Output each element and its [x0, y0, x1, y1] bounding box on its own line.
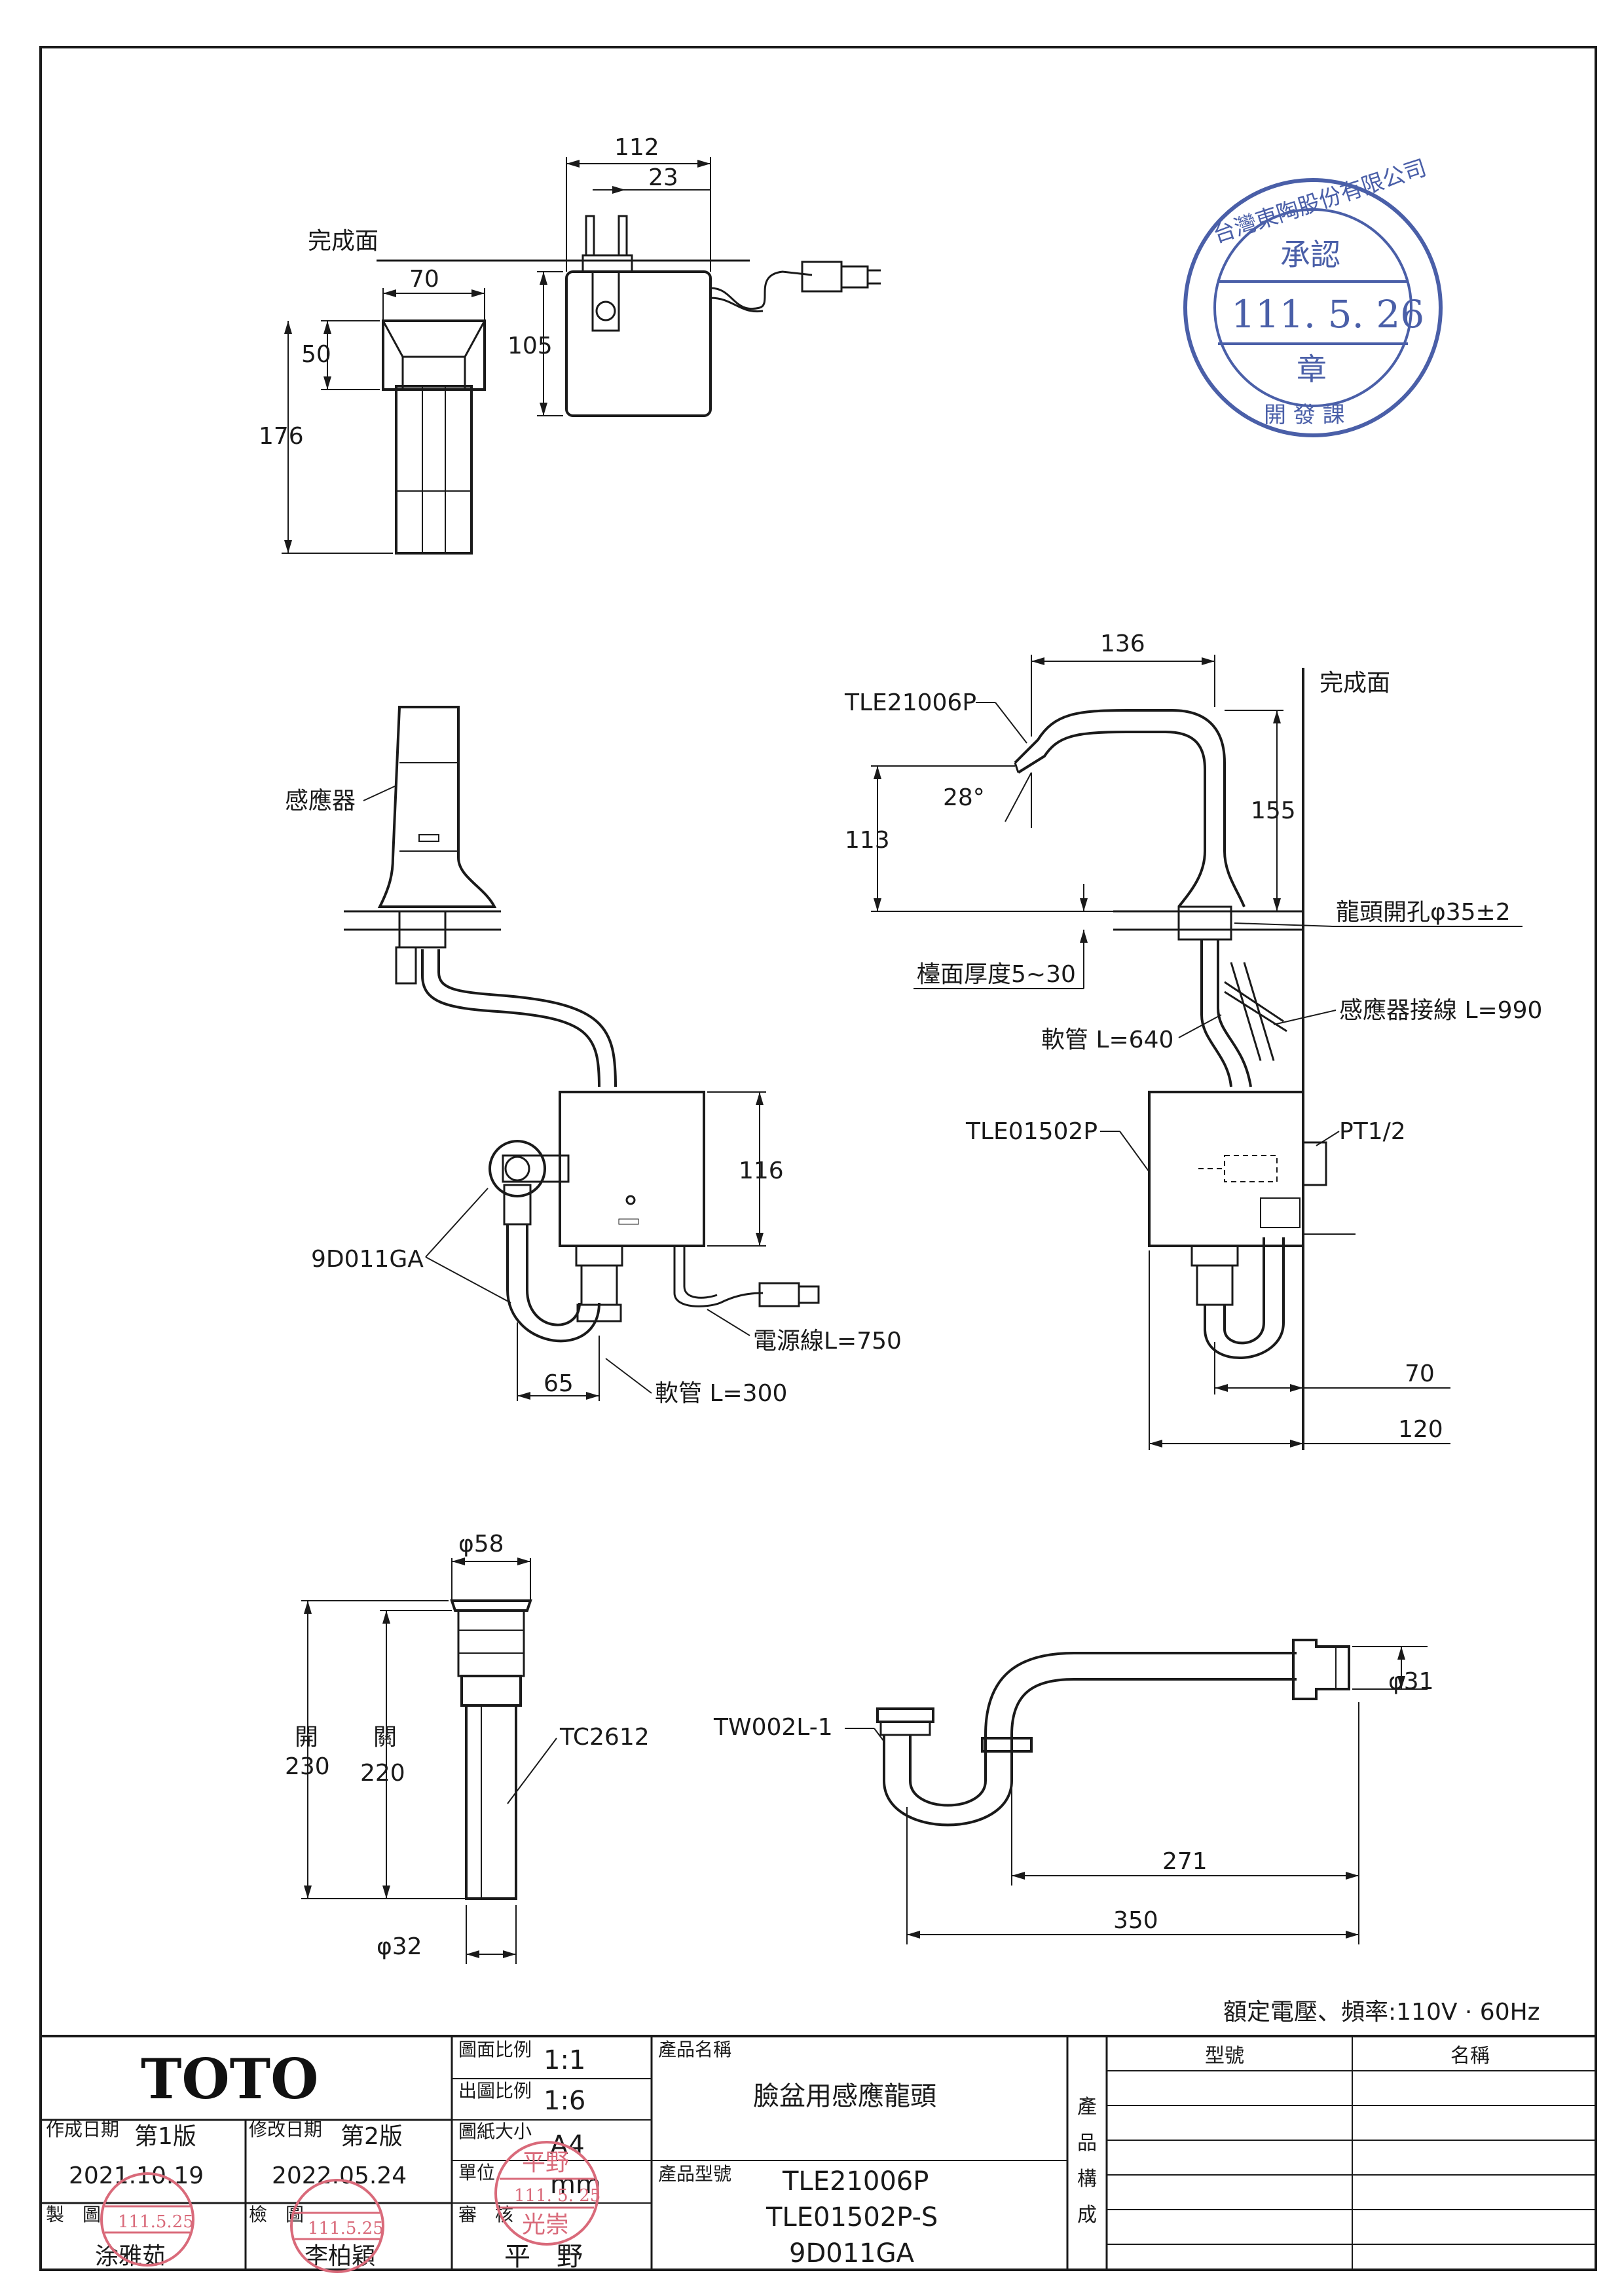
drain-model-label: TC2612	[559, 1724, 650, 1751]
dim-176: 176	[259, 423, 304, 450]
control-box-label: TLE01502P	[965, 1118, 1098, 1145]
dim-155: 155	[1251, 797, 1296, 824]
stamp-seal: 章	[1297, 352, 1327, 387]
checker-stamp-date: 111.5.25	[308, 2219, 384, 2238]
dim-65: 65	[544, 1370, 574, 1397]
power-cord-label: 電源線L=750	[753, 1328, 902, 1355]
version1: 第1版	[134, 2123, 196, 2150]
reviewer-stamp-top: 平野	[522, 2149, 569, 2176]
dim-50: 50	[301, 341, 331, 368]
sensor-cable-label: 感應器接線 L=990	[1339, 997, 1542, 1024]
dim-70-top: 70	[409, 266, 439, 293]
model-column-header: 型號	[1205, 2045, 1244, 2068]
valve-label: 9D011GA	[311, 1246, 424, 1273]
stamp-dept: 開 發 課	[1264, 402, 1345, 428]
hole-label: 龍頭開孔φ35±2	[1336, 899, 1511, 926]
model-1: TLE21006P	[782, 2166, 929, 2196]
model-3: 9D011GA	[789, 2238, 915, 2269]
close-label: 關	[373, 1724, 397, 1751]
open-value: 230	[285, 1753, 330, 1780]
paper-size-label: 圖紙大小	[458, 2121, 532, 2142]
drafter-stamp-date: 111.5.25	[118, 2212, 194, 2232]
approval-stamp: 台灣東陶股份有限公司 承認 111. 5. 26 章 開 發 課	[1183, 155, 1443, 437]
scale-print-label: 出圖比例	[458, 2080, 532, 2102]
reviewer-stamp-bottom: 光崇	[522, 2212, 569, 2238]
dim-116: 116	[739, 1157, 784, 1184]
brand-logo: TOTO	[141, 2047, 318, 2111]
sensor-label: 感應器	[285, 788, 356, 814]
side-view-assembly: 完成面 136 TLE21006P 28° 113 155 檯面厚度5~30 龍…	[844, 630, 1542, 1450]
drafter-label: 製 圖	[46, 2204, 101, 2225]
open-label: 開	[295, 1724, 318, 1751]
sheet-border	[39, 46, 1597, 2271]
dim-phi31: φ31	[1388, 1668, 1434, 1695]
dim-70-side: 70	[1405, 1360, 1435, 1387]
title-block: TOTO 圖面比例 1:1 出圖比例 1:6 圖紙大小 A4 單位 mm 審 核…	[39, 2035, 1597, 2273]
scale-drawing-value: 1:1	[544, 2045, 585, 2075]
control-box-plan-view: 112 23 105	[507, 134, 881, 417]
product-model-label: 產品型號	[658, 2163, 731, 2185]
unit-value: mm	[550, 2170, 601, 2200]
dim-112: 112	[614, 134, 659, 161]
reviewer-stamp-date: 111. 5. 25	[514, 2186, 600, 2206]
checker-stamp: 111.5.25	[290, 2179, 384, 2273]
modified-date: 2022.05.24	[272, 2162, 407, 2189]
dim-120: 120	[1398, 1416, 1443, 1443]
dim-136: 136	[1100, 630, 1145, 657]
name-column-header: 名稱	[1450, 2045, 1490, 2068]
created-label: 作成日期	[46, 2119, 119, 2140]
dim-350: 350	[1113, 1907, 1158, 1934]
model-2: TLE01502P-S	[766, 2202, 938, 2232]
dim-105: 105	[507, 333, 553, 359]
hose-300-label: 軟管 L=300	[655, 1380, 787, 1407]
counter-thickness-label: 檯面厚度5~30	[917, 961, 1076, 988]
composition-2: 品	[1077, 2132, 1097, 2155]
drafter-stamp: 111.5.25	[100, 2172, 194, 2267]
composition-3: 構	[1077, 2168, 1097, 2191]
finish-surface-label: 完成面	[308, 228, 378, 255]
hose-640-label: 軟管 L=640	[1041, 1027, 1173, 1053]
reviewer-stamp: 平野 111. 5. 25 光崇	[494, 2141, 600, 2246]
finish-surface-label-2: 完成面	[1320, 670, 1390, 697]
composition-4: 成	[1077, 2204, 1097, 2227]
dim-113: 113	[845, 827, 890, 854]
unit-label: 單位	[458, 2162, 495, 2183]
scale-print-value: 1:6	[544, 2086, 585, 2116]
product-name-label: 產品名稱	[658, 2039, 731, 2060]
p-trap-assembly: φ31 TW002L-1 271 350	[713, 1639, 1434, 1944]
dim-phi58: φ58	[458, 1531, 504, 1558]
drain-assembly: φ58 開 230 關 220 TC2612 φ32	[285, 1531, 650, 1964]
stamp-date: 111. 5. 26	[1231, 292, 1424, 337]
sensor-plan-view: 完成面 70 50 176	[259, 228, 750, 555]
close-value: 220	[360, 1760, 405, 1787]
front-view-assembly: 感應器 116 65 9D011GA	[285, 706, 902, 1407]
dim-phi32: φ32	[377, 1933, 422, 1960]
trap-model-label: TW002L-1	[713, 1714, 833, 1741]
checker-name: 李柏穎	[304, 2243, 375, 2270]
spout-label: TLE21006P	[844, 689, 976, 716]
angle-label: 28°	[943, 784, 985, 811]
pt-label: PT1/2	[1339, 1118, 1406, 1145]
modified-label: 修改日期	[249, 2119, 322, 2140]
dim-23: 23	[648, 164, 678, 191]
dim-271: 271	[1162, 1848, 1208, 1875]
rating-label: 額定電壓、頻率:110V · 60Hz	[1223, 1999, 1540, 2026]
product-name: 臉盆用感應龍頭	[753, 2081, 936, 2111]
version2: 第2版	[341, 2123, 403, 2150]
stamp-approve: 承認	[1280, 237, 1340, 272]
composition-1: 產	[1077, 2096, 1097, 2119]
review-name: 平 野	[504, 2242, 583, 2272]
scale-drawing-label: 圖面比例	[458, 2039, 532, 2060]
